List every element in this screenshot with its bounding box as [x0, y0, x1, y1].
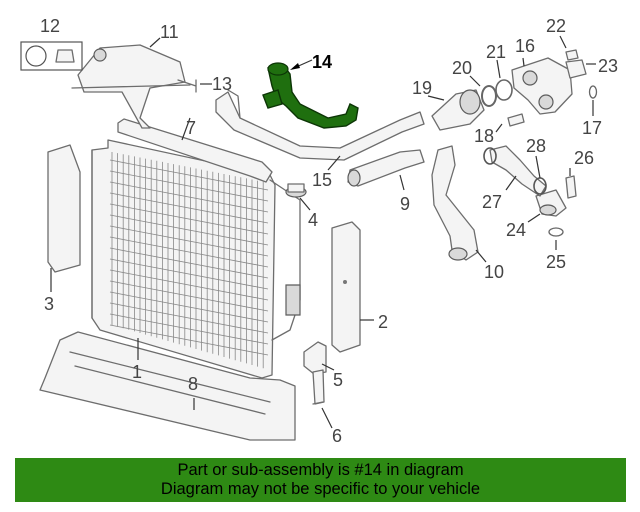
- part-5-bracket: [303, 341, 327, 375]
- part-2-side-seal: [331, 221, 361, 353]
- callout-7: 7: [186, 118, 196, 138]
- part-24-outlet-pipe: [535, 189, 567, 217]
- callout-15: 15: [312, 170, 332, 190]
- part-21-seal: [495, 79, 513, 101]
- radiator-fin: [109, 269, 269, 301]
- part-25-o-ring: [548, 227, 564, 237]
- part-14-hose-highlighted: [262, 62, 359, 129]
- banner-line-part-number: Part or sub-assembly is #14 in diagram: [177, 461, 464, 479]
- part-12-cap-inset: [20, 41, 83, 71]
- callout-8: 8: [188, 374, 198, 394]
- part-23-cover: [565, 59, 587, 79]
- part-11-expansion-tank: [71, 44, 191, 129]
- radiator-fin: [109, 181, 269, 213]
- callout-14: 14: [312, 52, 332, 72]
- callout-9: 9: [400, 194, 410, 214]
- callout-22: 22: [546, 16, 566, 36]
- banner-line-disclaimer: Diagram may not be specific to your vehi…: [160, 480, 481, 498]
- radiator-fin: [109, 313, 269, 345]
- callout-26: 26: [574, 148, 594, 168]
- callout-12: 12: [40, 16, 60, 36]
- callout-labels: 1 2 3 4 5 6 7 8 9 10 11 12 13 14 15 16 1…: [40, 16, 618, 446]
- radiator-fin: [109, 324, 269, 356]
- part-26-bolt: [565, 175, 577, 199]
- radiator-fin: [109, 236, 269, 268]
- callout-1: 1: [132, 362, 142, 382]
- part-9-hose: [347, 149, 425, 187]
- callout-4: 4: [308, 210, 318, 230]
- callout-24: 24: [506, 220, 526, 240]
- radiator-fin: [109, 203, 269, 235]
- callout-21: 21: [486, 42, 506, 62]
- callout-11: 11: [160, 22, 179, 42]
- callout-16: 16: [515, 36, 535, 56]
- callout-20: 20: [452, 58, 472, 78]
- part-1-radiator: [91, 139, 301, 379]
- exploded-parts-diagram: 1 2 3 4 5 6 7 8 9 10 11 12 13 14 15 16 1…: [20, 16, 618, 446]
- callout-18: 18: [474, 126, 494, 146]
- part-22-bleed-screw: [565, 49, 579, 61]
- callout-6: 6: [332, 426, 342, 446]
- part-10-lower-hose: [431, 145, 479, 261]
- callout-3: 3: [44, 294, 54, 314]
- callout-28: 28: [526, 136, 546, 156]
- radiator-fin: [109, 247, 269, 279]
- callout-17: 17: [582, 118, 602, 138]
- callout-25: 25: [546, 252, 566, 272]
- part-17-o-ring: [588, 85, 598, 99]
- part-19-outlet: [431, 89, 485, 131]
- part-13-clip: [177, 79, 197, 93]
- leader-lines: [50, 35, 596, 429]
- radiator-fin: [109, 258, 269, 290]
- radiator-fin: [109, 159, 269, 191]
- callout-13: 13: [212, 74, 232, 94]
- callout-23: 23: [598, 56, 618, 76]
- radiator-fin: [109, 280, 269, 312]
- part-18-bolt: [507, 113, 525, 127]
- radiator-fin: [109, 214, 269, 246]
- radiator-fin: [109, 225, 269, 257]
- part-4-cap: [285, 183, 307, 198]
- info-banner: Part or sub-assembly is #14 in diagram D…: [15, 458, 626, 502]
- radiator-fin: [109, 192, 269, 224]
- callout-19: 19: [412, 78, 432, 98]
- part-3-side-seal: [47, 144, 81, 273]
- part-6-sensor: [312, 369, 325, 405]
- part-27-hose: [489, 145, 547, 197]
- radiator-fin: [109, 291, 269, 323]
- callout-27: 27: [482, 192, 502, 212]
- part-20-gasket: [481, 85, 497, 107]
- part-15-coolant-pipe: [215, 89, 425, 161]
- callout-2: 2: [378, 312, 388, 332]
- callout-10: 10: [484, 262, 504, 282]
- callout-5: 5: [333, 370, 343, 390]
- radiator-fin: [109, 302, 269, 334]
- part-8-lower-deflector: [39, 331, 296, 441]
- part-16-thermostat-housing: [511, 57, 573, 115]
- radiator-fin: [109, 170, 269, 202]
